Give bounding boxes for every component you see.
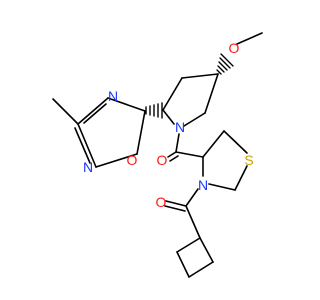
bond-carbonyl2-o-inner [164, 205, 186, 212]
bond-pyrrolidine-c4-c5 [204, 73, 219, 114]
bond-cyclobutane-4-1 [199, 237, 214, 263]
bond-carbonyl1-o-inner [169, 155, 179, 162]
atom-n-oxadiazole-bottom: N [83, 159, 93, 175]
hashed-wedge-c4-methoxy [216, 53, 234, 75]
bond-pyrrolidine-c3-c4 [181, 73, 219, 79]
bond-carbonyl2-cyclobutyl [185, 205, 201, 239]
bond-thiazolidine-s-c2 [234, 165, 248, 191]
atom-o-methoxy: O [229, 40, 240, 56]
bond-pyrrolidine-c5-n1 [183, 112, 206, 127]
molecule-structure: N N O O N O N S O [52, 32, 263, 278]
bond-oxadiazole-n4-c5 [107, 97, 146, 112]
bond-pyrrolidine-n1-c2 [162, 109, 175, 125]
bond-n3-carbonyl2 [185, 188, 199, 207]
bond-n1-carbonyl1 [175, 133, 180, 153]
bond-thiazolidine-c4-c5 [202, 130, 225, 158]
atom-o-carbonyl-2: O [156, 194, 167, 210]
bond-pyrrolidine-c2-c3 [162, 77, 183, 111]
bond-thiazolidine-c2-n3 [208, 183, 236, 191]
bond-oxadiazole-n2-c3 [77, 123, 97, 168]
bond-oxadiazole-o1-n2 [95, 153, 138, 168]
bond-carbonyl2-o [165, 200, 187, 207]
bond-carbonyl1-c4 [175, 151, 204, 158]
atom-label-layer: N N O O N O N S O [83, 40, 254, 210]
bond-oxadiazole-c5-o1 [136, 110, 146, 155]
bond-cyclobutane-2-3 [176, 251, 190, 278]
atom-n-pyrrolidine: N [175, 119, 185, 135]
bond-cyclobutane-3-4 [188, 261, 214, 278]
atom-n-oxadiazole-top: N [108, 88, 118, 104]
bond-cyclobutane-1-2 [176, 237, 201, 253]
bond-methyl [52, 98, 79, 125]
bond-thiazolidine-c5-s [223, 130, 248, 154]
bond-oxadiazole-n2-c3-inner [74, 127, 91, 164]
atom-o-oxadiazole: O [127, 152, 138, 168]
bond-oxadiazole-c3-n4-inner [83, 103, 107, 124]
bond-layer [52, 32, 263, 278]
hashed-wedge-c2-oxadiazole [145, 102, 163, 119]
bond-carbonyl1-o [167, 151, 177, 158]
atom-o-carbonyl-1: O [157, 152, 168, 168]
bond-oxadiazole-c3-n4 [77, 97, 109, 125]
atom-n-thiazolidine: N [198, 177, 208, 193]
atom-s-thiazolidine: S [244, 152, 253, 168]
bond-methoxy-o-ch3 [236, 32, 263, 45]
